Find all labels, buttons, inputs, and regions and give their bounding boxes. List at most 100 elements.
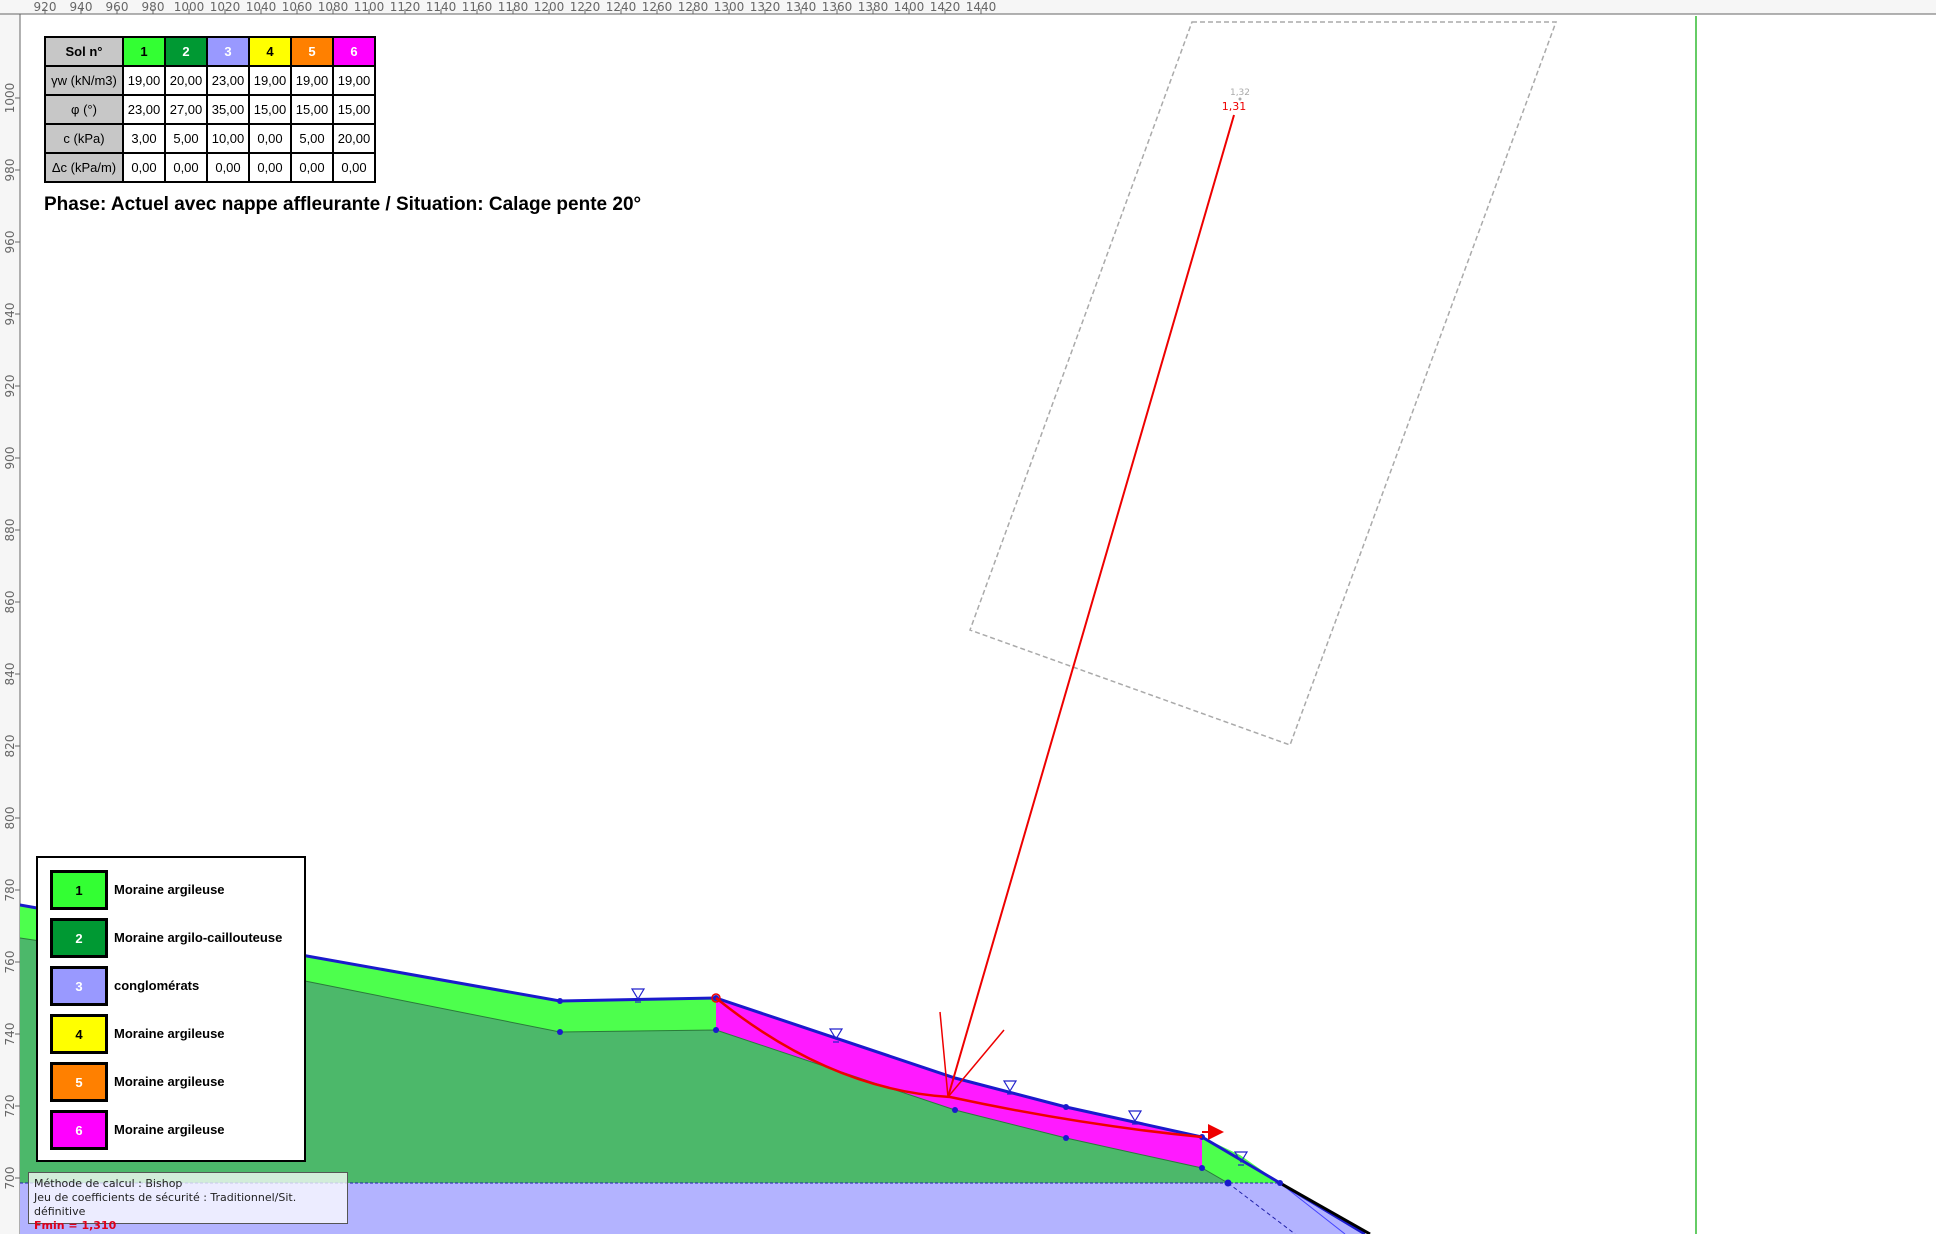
table-cell: 15,00 [248,94,292,125]
y-tick-label: 700 [3,1167,17,1190]
table-cell: 27,00 [164,94,208,125]
y-tick-label: 760 [3,951,17,974]
x-tick-label: 1200 [534,0,565,14]
phase-title: Phase: Actuel avec nappe affleurante / S… [44,194,642,215]
y-tick-label: 800 [3,807,17,830]
legend-label: Moraine argilo-caillouteuse [114,930,283,945]
x-tick-label: 1080 [318,0,349,14]
soil-header-2: 2 [164,36,208,67]
soil-table-header: Sol n° [44,36,124,67]
y-tick-label: 920 [3,375,17,398]
x-tick-label: 1400 [894,0,925,14]
table-row: Δc (kPa/m) 0,00 0,00 0,00 0,00 0,00 0,00 [44,152,376,183]
soil-header-4: 4 [248,36,292,67]
table-cell: 10,00 [206,123,250,154]
dashed-line [1227,1182,1296,1234]
y-tick-label: 1000 [3,83,17,114]
soil-header-6: 6 [332,36,376,67]
table-cell: 19,00 [122,65,166,96]
table-cell: 23,00 [206,65,250,96]
x-tick-label: 1180 [498,0,529,14]
surface-black-line [1279,1181,1371,1234]
soil-legend: 1 Moraine argileuse 2 Moraine argilo-cai… [36,856,306,1162]
legend-swatch: 2 [50,918,108,958]
x-tick-label: 1020 [210,0,241,14]
toe-blue-line [1279,1182,1346,1234]
y-tick-label: 780 [3,879,17,902]
table-row: c (kPa) 3,00 5,00 10,00 0,00 5,00 20,00 [44,123,376,154]
red-center-label: 1,31 [1222,100,1247,113]
row-label: c (kPa) [44,123,124,154]
table-cell: 19,00 [290,65,334,96]
legend-label: Moraine argileuse [114,1026,225,1041]
legend-swatch: 5 [50,1062,108,1102]
x-tick-label: 1220 [570,0,601,14]
legend-swatch: 4 [50,1014,108,1054]
x-tick-label: 1320 [750,0,781,14]
table-cell: 15,00 [290,94,334,125]
calculation-info-box: Méthode de calcul : Bishop Jeu de coeffi… [28,1172,348,1232]
legend-label: conglomérats [114,978,200,993]
x-tick-label: 1240 [606,0,637,14]
fmin-value: Fmin = 1,310 [34,1219,117,1232]
legend-label: Moraine argileuse [114,1074,225,1089]
ground-surface [20,903,1366,1234]
soil-header-1: 1 [122,36,166,67]
x-tick-label: 1260 [642,0,673,14]
table-cell: 19,00 [248,65,292,96]
safety-coefficient-set: Jeu de coefficients de sécurité : Tradit… [34,1191,297,1218]
x-tick-label: 920 [34,0,57,14]
x-tick-label: 1140 [426,0,457,14]
y-tick-label: 880 [3,519,17,542]
layer-conglomerats [20,1183,1365,1234]
table-cell: 23,00 [122,94,166,125]
table-cell: 0,00 [332,152,376,183]
legend-label: Moraine argileuse [114,882,225,897]
table-cell: 35,00 [206,94,250,125]
top-ruler [0,0,1936,14]
x-tick-label: 1000 [174,0,205,14]
x-tick-label: 1420 [930,0,961,14]
x-tick-label: 1060 [282,0,313,14]
soil-header-5: 5 [290,36,334,67]
table-cell: 0,00 [248,123,292,154]
calculation-method: Méthode de calcul : Bishop [34,1177,183,1190]
y-tick-label: 940 [3,303,17,326]
x-tick-label: 1160 [462,0,493,14]
table-cell: 0,00 [290,152,334,183]
row-label: φ (°) [44,94,124,125]
node-points [557,995,1283,1187]
table-cell: 0,00 [248,152,292,183]
grey-center-label: 1,32 [1230,88,1250,98]
layer-moraine-argilo-caillouteuse [20,938,1228,1183]
x-tick-label: 980 [142,0,165,14]
y-tick-label: 960 [3,231,17,254]
y-tick-label: 720 [3,1095,17,1118]
y-tick-label: 840 [3,663,17,686]
legend-swatch: 1 [50,870,108,910]
table-row: γw (kN/m3) 19,00 20,00 23,00 19,00 19,00… [44,65,376,96]
x-tick-label: 1280 [678,0,709,14]
table-cell: 20,00 [332,123,376,154]
y-tick-label: 820 [3,735,17,758]
x-tick-label: 1120 [390,0,421,14]
legend-swatch: 6 [50,1110,108,1150]
force-vector-1 [939,1011,949,1098]
force-vector-2 [947,1029,1005,1098]
table-cell: 0,00 [206,152,250,183]
soil-parameter-table: Sol n° 1 2 3 4 5 6 γw (kN/m3) 19,00 20,0… [44,36,376,183]
radius-line [947,114,1235,1098]
table-cell: 3,00 [122,123,166,154]
table-cell: 20,00 [164,65,208,96]
table-cell: 19,00 [332,65,376,96]
slip-entry-point [711,993,721,1003]
soil-header-3: 3 [206,36,250,67]
legend-label: Moraine argileuse [114,1122,225,1137]
y-tick-label: 740 [3,1023,17,1046]
y-tick-label: 900 [3,447,17,470]
y-tick-label: 980 [3,159,17,182]
table-cell: 0,00 [122,152,166,183]
table-cell: 0,00 [164,152,208,183]
y-axis-ticks: 1000980960940920900880860840820800780760… [3,83,20,1190]
center-search-grid [969,21,1558,746]
